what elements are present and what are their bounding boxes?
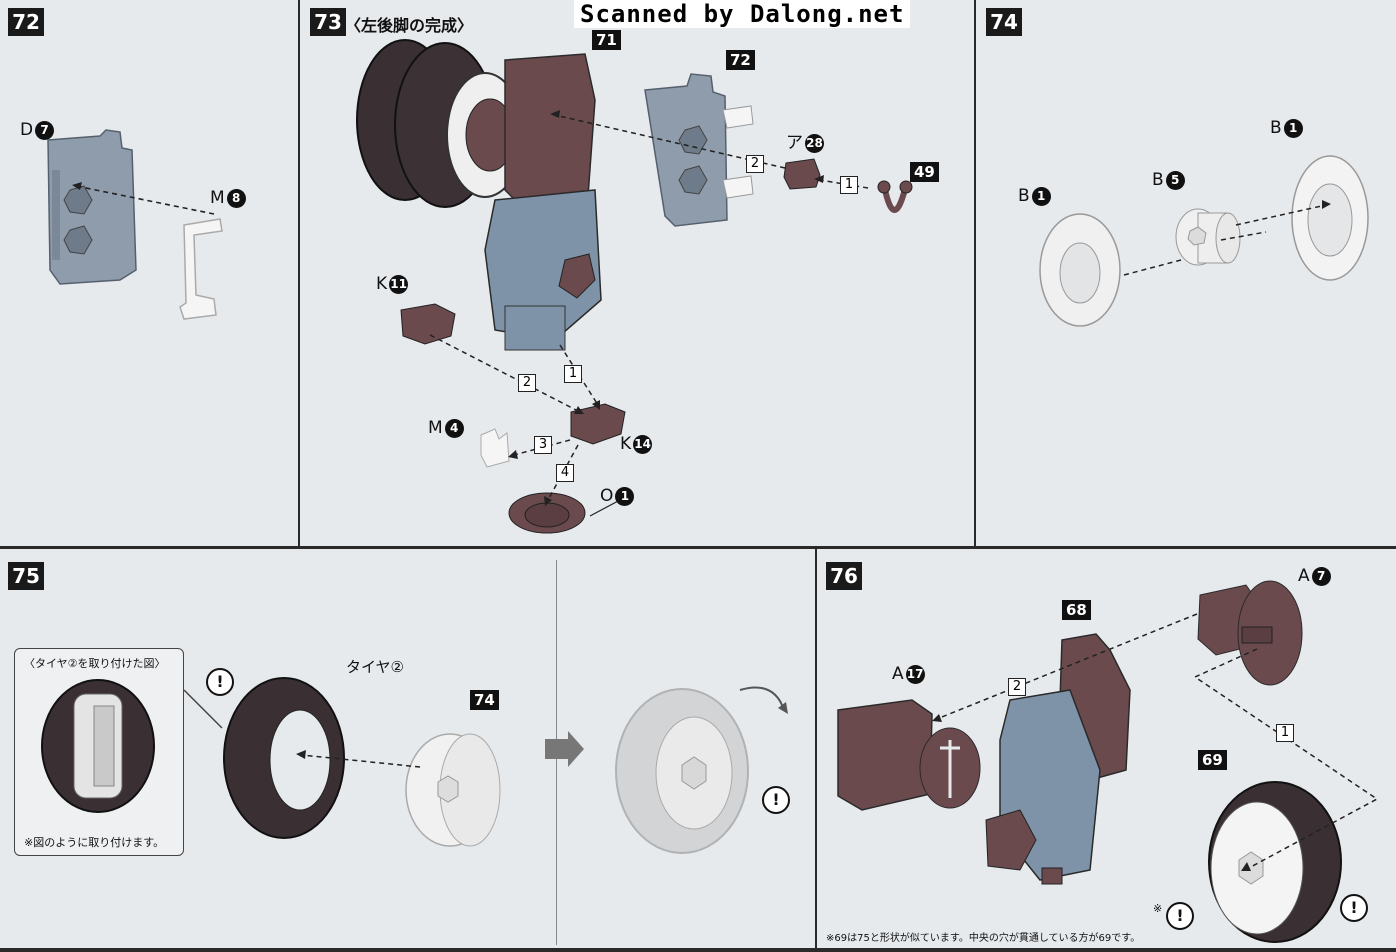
part-wheel-b1 <box>1291 155 1369 281</box>
part-joint-k11 <box>400 303 456 345</box>
part-tag-69: 69 <box>1198 750 1227 770</box>
part-bracket-m8 <box>179 218 223 320</box>
assembly-arrows <box>1123 200 1331 276</box>
part-pin-a28 <box>783 158 821 190</box>
part-tag-68: 68 <box>1062 600 1091 620</box>
step-number: 76 <box>826 562 862 590</box>
panel-step-72 <box>0 0 298 546</box>
note-mark: ※ <box>1153 902 1163 915</box>
step-number: 72 <box>8 8 44 36</box>
rotate-arrow-icon <box>739 686 788 714</box>
order-box: 3 <box>534 436 552 454</box>
part-block-a17 <box>837 699 981 811</box>
order-box: 2 <box>518 374 536 392</box>
part-tag-74: 74 <box>470 690 499 710</box>
assembly-arrows <box>932 613 1379 871</box>
step-title: 〈左後脚の完成〉 <box>345 16 474 35</box>
part-hub-a7 <box>1197 580 1303 686</box>
order-box: 1 <box>1276 724 1294 742</box>
step-number: 75 <box>8 562 44 590</box>
part-tag-49: 49 <box>910 162 939 182</box>
divider <box>974 0 976 546</box>
wheel-74 <box>405 733 501 847</box>
part-tag-72: 72 <box>726 50 755 70</box>
part-ring-b1 <box>1039 213 1121 327</box>
divider <box>0 948 1396 952</box>
order-box: 1 <box>564 365 582 383</box>
divider <box>0 546 1396 549</box>
wheel-with-tire <box>615 688 749 854</box>
leg-assembly <box>356 39 602 351</box>
order-box: 2 <box>1008 678 1026 696</box>
order-box: 2 <box>746 155 764 173</box>
divider <box>298 0 300 546</box>
assembly-arrow <box>296 731 584 768</box>
callout-pointer <box>183 689 223 729</box>
watermark: Scanned by Dalong.net <box>574 0 911 28</box>
part-frame-d7 <box>47 129 137 285</box>
assembly-arrows <box>429 110 869 517</box>
tire-icon <box>223 677 345 839</box>
leg-frame-68 <box>985 633 1131 885</box>
part-foot-o1 <box>508 492 586 534</box>
part-shackle-49 <box>877 180 913 213</box>
step-number: 73 <box>310 8 346 36</box>
divider <box>815 549 817 952</box>
warning-icon: ! <box>1166 902 1194 930</box>
step-number: 74 <box>986 8 1022 36</box>
warning-icon: ! <box>762 786 790 814</box>
callout-title: 〈タイヤ②を取り付けた図〉 <box>24 657 166 670</box>
part-tag-71: 71 <box>592 30 621 50</box>
warning-icon: ! <box>206 668 234 696</box>
part-clip-m4 <box>480 428 510 468</box>
tire-assembled-icon <box>41 679 155 813</box>
part-hub-b5 <box>1175 208 1241 266</box>
assembly-arrow <box>72 182 215 215</box>
part-frame-72 <box>644 73 754 227</box>
step-note: ※69は75と形状が似ています。中央の穴が貫通している方が69です。 <box>826 933 1141 944</box>
part-joint-k14 <box>570 403 626 445</box>
warning-icon: ! <box>1340 894 1368 922</box>
tire-label: タイヤ② <box>346 658 404 676</box>
order-box: 1 <box>840 176 858 194</box>
callout-note: ※図のように取り付けます。 <box>24 836 165 849</box>
wheel-69 <box>1208 781 1342 943</box>
order-box: 4 <box>556 464 574 482</box>
